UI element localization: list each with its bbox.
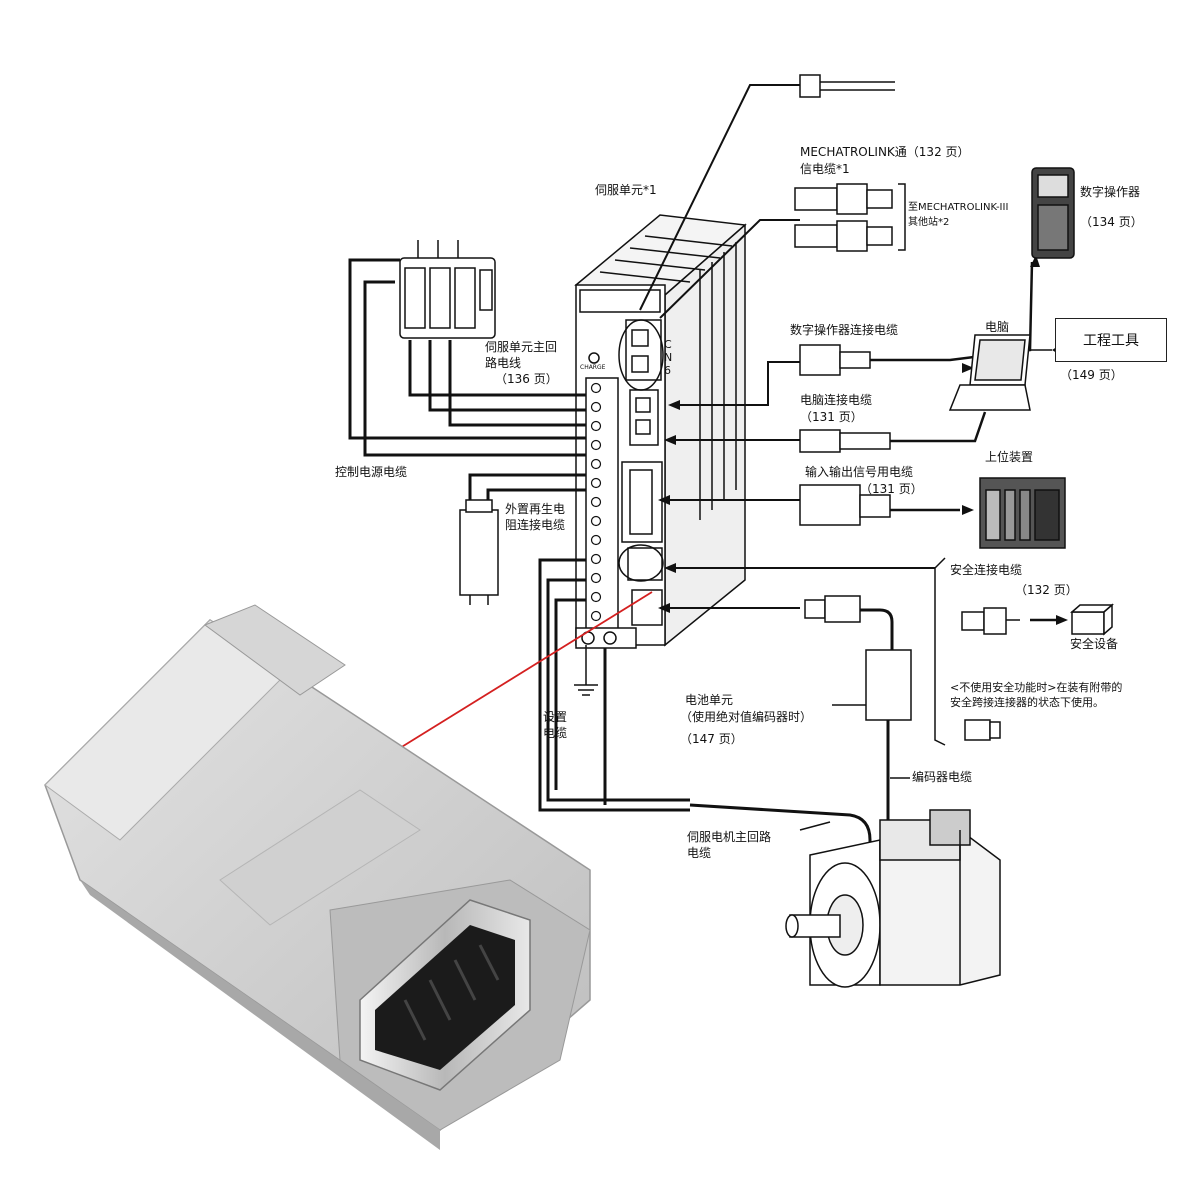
label-digital-operator: 数字操作器 — [1080, 185, 1141, 199]
io-cable-connector — [799, 484, 960, 526]
label-motor-cable-2: 电缆 — [687, 846, 712, 860]
label-encoder-cable: 编码器电缆 — [912, 770, 973, 784]
motor-main-cable — [689, 803, 872, 890]
ground-symbol — [574, 684, 598, 696]
digital-operator — [1031, 167, 1075, 259]
label-pc: 电脑 — [985, 320, 1010, 334]
label-main-circuit-2: 路电线 — [485, 356, 522, 370]
regen-resistor — [459, 499, 499, 605]
label-battery-page: （147 页） — [680, 732, 743, 746]
label-safety-cable-page: （132 页） — [1015, 583, 1078, 597]
pointer-line — [399, 591, 653, 749]
safety-jumper — [964, 719, 1001, 741]
label-control-power-cable: 控制电源电缆 — [335, 465, 408, 479]
label-charge: CHARGE — [580, 364, 606, 371]
label-pc-cable-page: （131 页） — [800, 410, 863, 424]
label-engineering-tool: 工程工具 — [1083, 333, 1139, 349]
label-servo-unit: 伺服单元*1 — [595, 183, 657, 197]
pc-cable-connector — [799, 411, 987, 453]
wires — [348, 258, 690, 812]
cn-port-highlight-safety — [618, 544, 664, 582]
label-cn6: CN6 — [664, 338, 673, 377]
encoder-cable — [804, 595, 912, 835]
engineering-tool-box: 工程工具 — [1055, 318, 1167, 362]
servo-motor — [785, 809, 1001, 988]
magnetic-contactor — [399, 240, 496, 339]
arrow-heads — [658, 255, 1068, 625]
label-digital-operator-page: （134 页） — [1080, 215, 1143, 229]
host-device — [979, 477, 1066, 549]
label-battery-2: （使用绝对值编码器时） — [680, 710, 813, 724]
small-connector-top — [799, 74, 895, 98]
label-main-circuit-page: （136 页） — [495, 372, 558, 386]
label-to-mechatrolink: 至MECHATROLINK-III — [908, 202, 1009, 213]
label-other-station: 其他站*2 — [908, 217, 950, 228]
label-operator-cable: 数字操作器连接电缆 — [790, 323, 899, 337]
label-safety-note-2: 安全跨接连接器的状态下使用。 — [950, 696, 1104, 709]
label-io-cable: 输入输出信号用电缆 — [805, 465, 914, 479]
label-setting-cable-1: 设置 — [543, 710, 568, 724]
label-safety-note-1: <不使用安全功能时>在装有附带的 — [950, 681, 1123, 694]
label-engineering-tool-page: （149 页） — [1060, 368, 1123, 382]
mechatrolink-connectors — [794, 183, 906, 252]
leader-lines — [639, 84, 935, 609]
pc-laptop — [948, 334, 1031, 411]
label-regen-1: 外置再生电 — [505, 502, 566, 516]
label-safety-cable: 安全连接电缆 — [950, 563, 1023, 577]
label-regen-2: 阻连接电缆 — [505, 518, 566, 532]
cn-port-highlight-top — [618, 319, 664, 391]
servo-unit — [574, 214, 747, 649]
label-battery-1: 电池单元 — [685, 693, 734, 707]
operator-cable-connector — [799, 261, 1034, 376]
label-safety-device: 安全设备 — [1070, 637, 1119, 651]
label-host-device: 上位装置 — [985, 450, 1034, 464]
label-mechatrolink: MECHATROLINK通（132 页） — [800, 145, 970, 159]
safety-device — [1070, 603, 1114, 636]
label-main-circuit-1: 伺服单元主回 — [485, 340, 558, 354]
motor-cable-leader — [799, 821, 831, 831]
terminal-screws — [590, 382, 602, 622]
label-setting-cable-2: 电缆 — [543, 726, 568, 740]
safety-connector — [961, 607, 1058, 635]
label-motor-cable-1: 伺服电机主回路 — [687, 830, 772, 844]
safety-bracket — [934, 557, 946, 746]
label-mechatrolink-cable: 信电缆*1 — [800, 162, 850, 176]
label-pc-cable: 电脑连接电缆 — [800, 393, 873, 407]
connector-photo — [44, 604, 591, 1150]
label-io-cable-page: （131 页） — [860, 482, 923, 496]
